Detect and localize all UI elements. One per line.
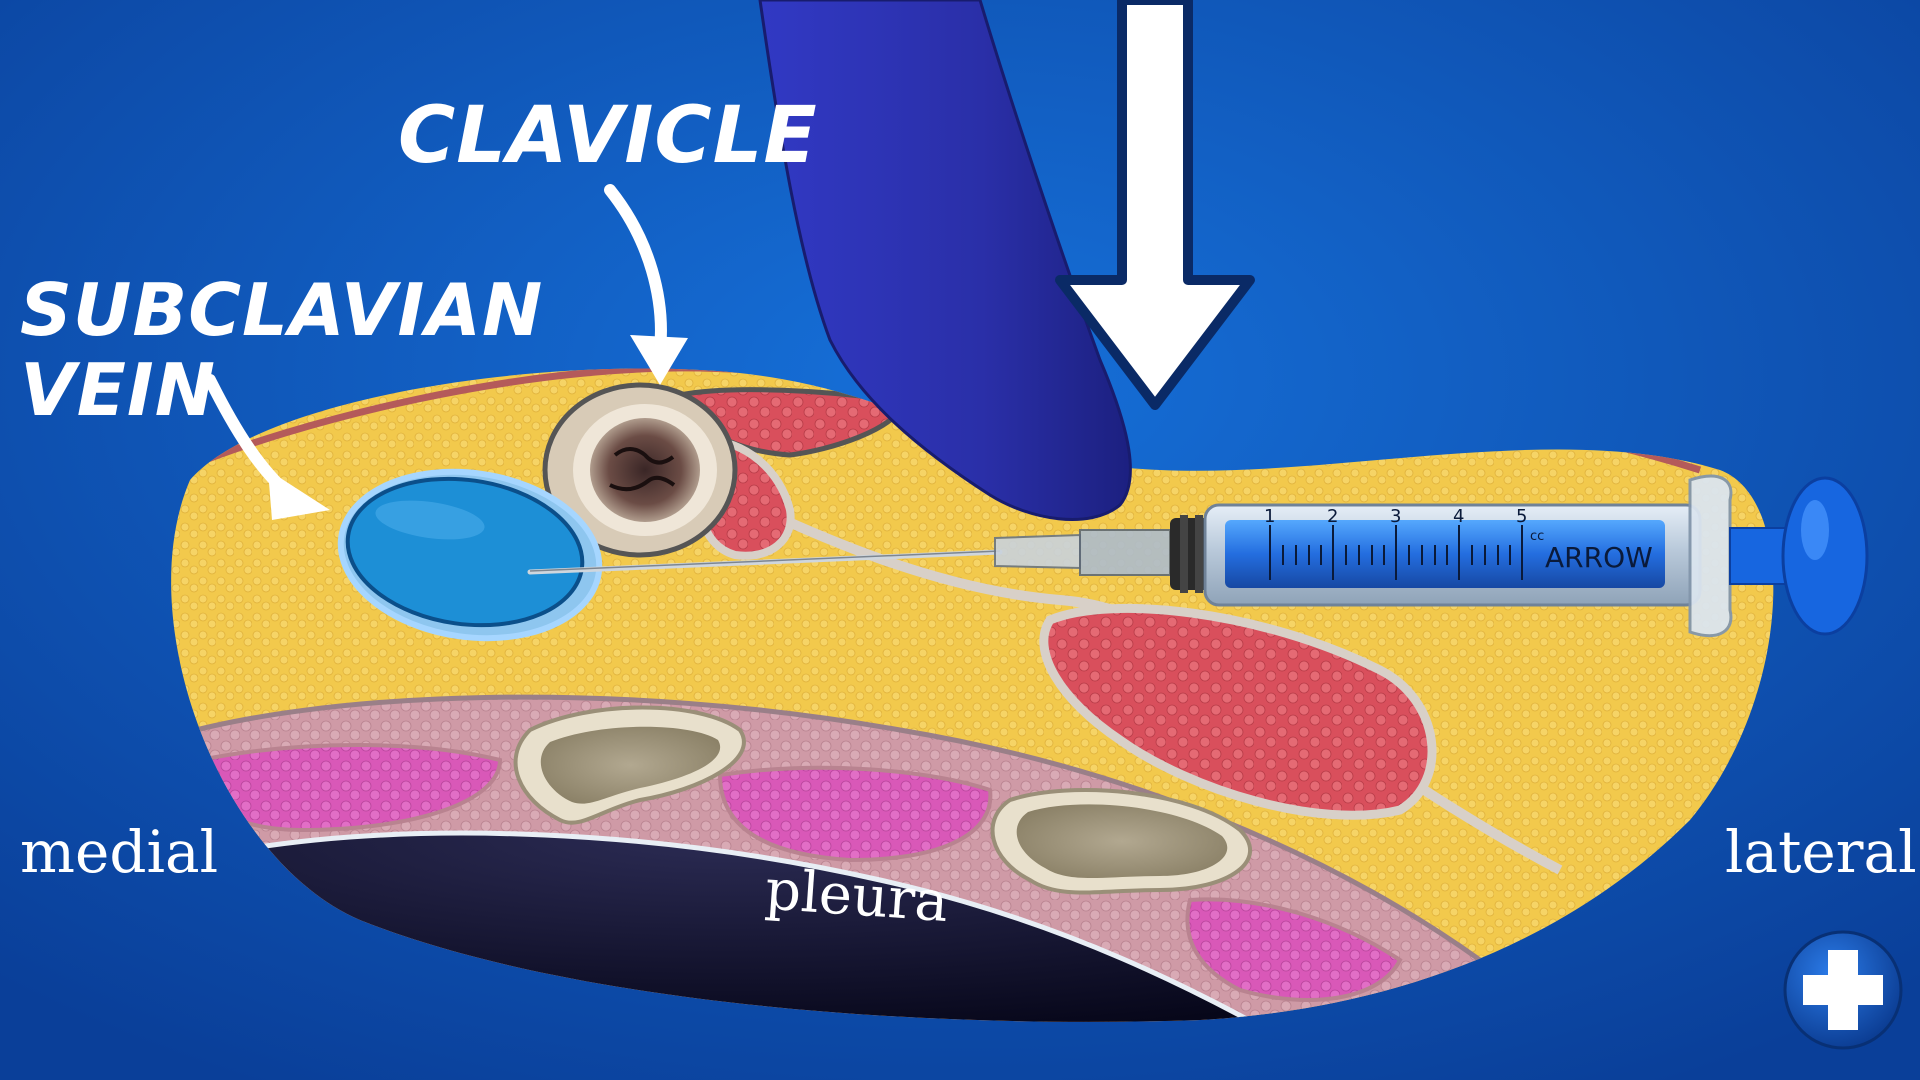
clavicle-pointer-arrow — [604, 184, 667, 356]
clavicle-label: CLAVICLE — [398, 91, 818, 181]
syringe: 1 2 3 4 5 cc ARROW — [1170, 474, 1869, 638]
syringe-scale-label: 2 — [1327, 506, 1338, 527]
syringe-plunger-cap — [1781, 476, 1869, 636]
plus-icon — [1783, 930, 1903, 1050]
intercostal-muscle-3 — [1185, 897, 1403, 1002]
syringe-flange — [1688, 474, 1733, 638]
syringe-scale-label: 5 — [1516, 506, 1527, 527]
needle — [527, 529, 1171, 576]
medial-label: medial — [20, 818, 218, 886]
syringe-brand: ARROW — [1545, 541, 1653, 574]
subclavian-vein-label-line1: SUBCLAVIAN — [20, 268, 543, 352]
pleura-label: pleura — [763, 857, 950, 935]
syringe-scale-label: 4 — [1453, 506, 1464, 527]
clavicle-bone — [542, 382, 738, 558]
syringe-scale-label: 3 — [1390, 506, 1401, 527]
subclavian-vein-vessel — [337, 468, 603, 642]
rib-2 — [990, 788, 1253, 895]
subclavian-pointer-arrowhead — [268, 470, 330, 520]
clavicle-pointer-arrowhead — [630, 335, 688, 385]
intercostal-muscle-2 — [717, 765, 993, 863]
syringe-scale-label: 1 — [1264, 506, 1275, 527]
lateral-label: lateral — [1725, 818, 1917, 886]
syringe-scale-labels: 1 2 3 4 5 cc — [1264, 506, 1544, 544]
subclavian-vein-label-line2: VEIN — [20, 348, 216, 432]
syringe-scale — [1269, 525, 1523, 580]
syringe-fluid — [1225, 520, 1665, 588]
down-arrow-icon — [1055, 0, 1255, 410]
pectoralis-muscle — [1039, 603, 1437, 820]
gloved-finger — [758, 0, 1132, 521]
syringe-unit-label: cc — [1530, 529, 1544, 544]
rib-1 — [513, 705, 746, 825]
